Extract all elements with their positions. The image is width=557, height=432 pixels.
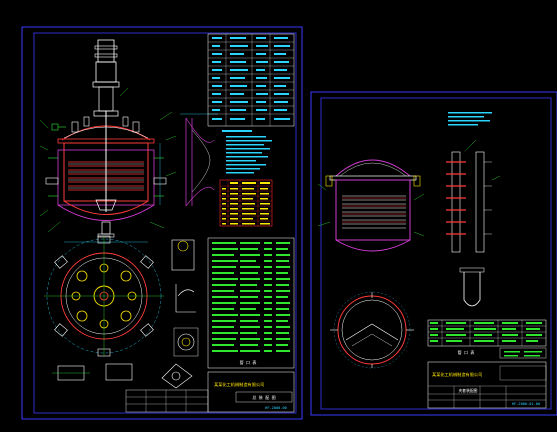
right-table-caption: 管 口 表 — [458, 349, 475, 355]
coil-rows — [342, 195, 406, 229]
left-sheet: 管 口 表 某某化工机械制造有限公司 总 装 配 图 HF-2000-00 — [21, 26, 303, 420]
jacket-elevation-view — [317, 159, 425, 252]
agitator-blade — [95, 199, 117, 211]
right-sheet-inner-frame — [320, 97, 552, 410]
left-drawing-number: HF-2000-00 — [265, 406, 287, 410]
right-nozzle-table: 管 口 表 — [427, 319, 547, 359]
right-sheet-outer-frame — [310, 91, 557, 416]
parts-list-green: 管 口 表 — [207, 237, 295, 369]
u-bend-detail — [463, 272, 481, 307]
left-title-block: 某某化工机械制造有限公司 总 装 配 图 HF-2000-00 — [125, 371, 295, 413]
jacket-plan-section — [330, 291, 414, 369]
reactor-elevation-view — [39, 39, 177, 243]
right-sheet: 管 口 表 某某化工机械制造有限公司 夹套装配图 HF-2000-01-00 — [310, 91, 557, 416]
right-notes — [448, 112, 492, 126]
right-drawing-title: 夹套装配图 — [459, 388, 478, 393]
lower-head — [63, 200, 149, 215]
technical-requirements-notes — [222, 130, 272, 174]
right-drawing-number: HF-2000-01-00 — [512, 402, 540, 406]
right-title-block: 某某化工机械制造有限公司 夹套装配图 HF-2000-01-00 — [427, 361, 547, 409]
detail-views — [52, 239, 199, 389]
technical-data-table — [207, 33, 295, 127]
parts-table-title: 管 口 表 — [240, 359, 257, 365]
left-company-name: 某某化工机械制造有限公司 — [214, 381, 264, 388]
jacket-upper-head — [335, 159, 411, 177]
coil-detail-views — [446, 139, 501, 307]
nozzle-table-red — [219, 179, 273, 227]
left-sheet-outer-frame — [21, 26, 303, 420]
jacket-lower-head — [335, 239, 411, 252]
jacket-side-profile — [180, 113, 218, 207]
right-company-name: 某某化工机械制造有限公司 — [432, 371, 482, 378]
left-drawing-title: 总 装 配 图 — [252, 394, 275, 400]
jacket-shell — [335, 179, 411, 241]
left-sheet-inner-frame — [33, 32, 297, 414]
reactor-plan-view — [44, 235, 164, 357]
